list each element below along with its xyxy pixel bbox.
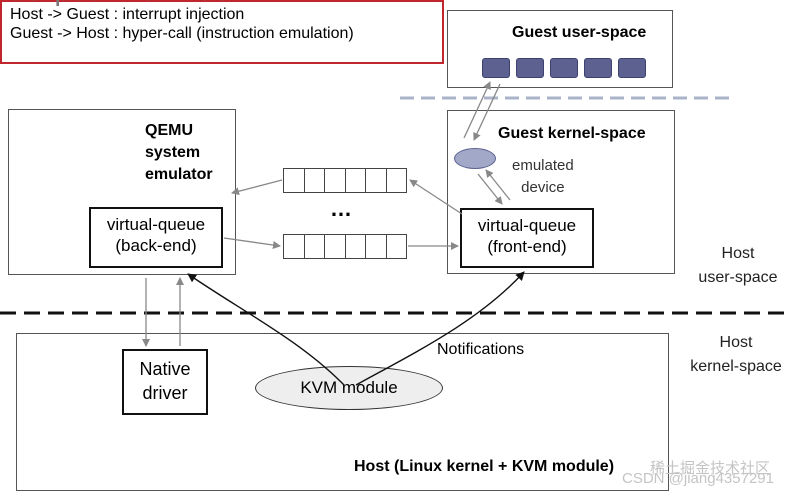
host-kernel-space-line2: kernel-space: [690, 358, 782, 375]
host-user-space-line2: user-space: [698, 269, 778, 286]
emulated-device-node: [454, 148, 496, 169]
guest-user-slot: [482, 58, 510, 78]
arrow-ring-to-qemu: [231, 179, 283, 196]
qemu-title-line3: emulator: [145, 166, 213, 183]
host-kernel-space-line1: Host: [719, 334, 753, 351]
guest-user-slot: [516, 58, 544, 78]
host-user-space-label: Host user-space: [688, 242, 788, 290]
emulated-device-label: emulated device: [512, 155, 574, 199]
arrow-device-to-user: [463, 81, 491, 139]
arrow-device-to-frontend: [477, 173, 503, 205]
page-title: I/O path via virtio: [6, 0, 231, 8]
emulated-device-label-line1: emulated: [512, 157, 574, 174]
guest-user-space-title: Guest user-space: [512, 24, 647, 41]
host-kernel-footer: Host (Linux kernel + KVM module): [354, 458, 615, 475]
emulated-device-label-line2: device: [521, 179, 565, 196]
notifications-label: Notifications: [437, 341, 525, 358]
arrow-user-to-device: [473, 83, 501, 141]
guest-user-slot: [584, 58, 612, 78]
qemu-title-line2: system: [145, 144, 201, 161]
front-end-label-line2: (front-end): [487, 237, 567, 256]
qemu-title: QEMU system emulator: [145, 120, 213, 186]
legend-line-interrupt: Host -> Guest : interrupt injection: [10, 6, 245, 23]
guest-user-slot: [618, 58, 646, 78]
ring-ellipsis: …: [330, 196, 352, 221]
host-kernel-space-label: Host kernel-space: [680, 331, 792, 379]
arrow-frontend-to-device: [485, 169, 511, 201]
virtual-queue-back-end: virtual-queue (back-end): [89, 207, 223, 268]
legend-box: Host -> Guest : interrupt injection Gues…: [0, 0, 444, 64]
legend-line-hypercall: Guest -> Host : hyper-call (instruction …: [10, 25, 354, 42]
native-driver-line2: driver: [142, 383, 188, 403]
front-end-label-line1: virtual-queue: [477, 216, 577, 235]
host-user-space-line1: Host: [721, 245, 755, 262]
back-end-label-line1: virtual-queue: [106, 215, 206, 234]
watermark-csdn: CSDN @jiang4357291: [622, 470, 774, 487]
notification-curve-frontend: [355, 271, 525, 386]
watermark-cn: 稀土掘金技术社区: [650, 460, 771, 477]
native-driver-line1: Native: [139, 359, 191, 379]
qemu-title-line1: QEMU: [145, 122, 193, 139]
arrow-frontend-to-ring: [409, 179, 463, 215]
arrow-backend-to-ring: [223, 237, 281, 249]
back-end-label-line2: (back-end): [115, 236, 197, 255]
guest-user-slot: [550, 58, 578, 78]
ring-buffer-bottom: [283, 234, 407, 259]
kvm-module-node: KVM module: [255, 366, 443, 410]
virtual-queue-front-end: virtual-queue (front-end): [460, 208, 594, 268]
notification-curve-backend: [187, 273, 345, 386]
native-driver-box: Native driver: [122, 349, 208, 415]
ring-buffer-top: [283, 168, 407, 193]
guest-kernel-space-title: Guest kernel-space: [498, 125, 646, 142]
